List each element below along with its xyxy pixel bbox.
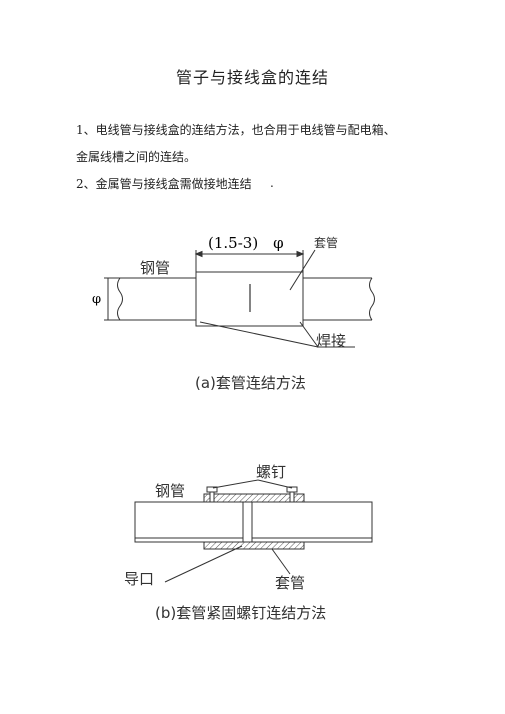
page-title: 管子与接线盒的连结 — [175, 68, 329, 87]
figure-b-right-pipe — [251, 501, 373, 543]
figure-a-pipe-label: 钢管 — [140, 259, 170, 277]
figure-b-pipe-label: 钢管 — [155, 482, 185, 500]
figure-a-sleeve-label: 套管 — [314, 235, 338, 250]
figure-b-sleeve-label: 套管 — [275, 574, 305, 592]
paragraph-2: 2、金属管与接线盒需做接地连结 — [76, 177, 252, 191]
figure-a-right-pipe — [303, 277, 375, 321]
figure-b-screw-leaders — [212, 479, 293, 489]
figure-a-diameter-marker — [104, 277, 124, 321]
paragraph-1-line-2: 金属线槽之间的连结。 — [76, 150, 197, 164]
paragraph-1-line-1: 1、电线管与接线盒的连结方法，也合用于电线管与配电箱、 — [76, 123, 396, 137]
figure-a-sleeve-leader — [289, 249, 316, 291]
figure-b: 螺钉 钢管 导口 套管 (b)套管紧固螺钉连结方法 — [124, 463, 373, 622]
figure-a-diameter-label: φ — [92, 292, 101, 307]
figure-a-left-pipe — [117, 277, 196, 321]
figure-b-caption: (b)套管紧固螺钉连结方法 — [155, 604, 326, 622]
figure-a-weld-leaders — [199, 321, 355, 348]
figure-b-left-pipe — [134, 501, 244, 543]
figure-a-dimension-label: (1.5-3) φ — [208, 234, 284, 252]
figure-b-screw-label: 螺钉 — [256, 463, 286, 481]
figure-a-caption: (a)套管连结方法 — [195, 374, 306, 392]
trailing-mark: . — [270, 176, 274, 190]
figure-b-sleeve-leader — [271, 548, 291, 575]
figure-b-guide-label: 导口 — [124, 570, 154, 588]
figure-b-bottom-sleeve — [203, 541, 305, 550]
figure-a: (1.5-3) φ 套管 钢管 φ 焊接 (a)套管连结方法 — [92, 234, 375, 392]
figure-b-top-sleeve — [203, 493, 305, 503]
figure-a-weld-label: 焊接 — [316, 332, 346, 350]
figure-a-dimension — [194, 250, 305, 272]
figure-a-sleeve — [195, 271, 304, 327]
figure-b-guide-leader — [164, 545, 243, 583]
